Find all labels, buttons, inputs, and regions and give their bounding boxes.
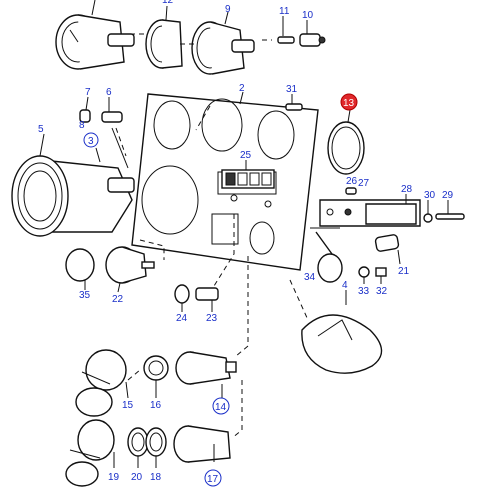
callout-3-circled: 3 [83,132,99,148]
callout-23: 23 [206,313,218,324]
part-23-lamp-socket [195,287,219,312]
callout-21: 21 [398,266,410,277]
callout-6: 6 [106,87,112,98]
part-6-socket [101,97,123,123]
part-16-nut [143,355,169,398]
part-12-bezel [145,5,183,69]
callout-30: 30 [424,190,436,201]
part-30-washer [423,200,433,223]
callout-13-highlighted: 13 [340,93,358,111]
part-1-gauge [55,0,135,70]
part-11-bolt [277,16,295,44]
part-35-cover-disc [65,248,95,290]
callout-11: 11 [279,6,290,17]
callout-26: 26 [346,176,358,187]
part-18-nut [145,427,167,468]
part-32-screw [375,267,387,284]
part-5-speedometer [11,127,135,237]
callout-29: 29 [442,190,454,201]
callout-12: 12 [162,0,174,6]
callout-32: 32 [376,286,388,297]
part-24-lamp [174,284,190,312]
callout-34: 34 [304,272,316,283]
callout-18: 18 [150,472,162,483]
callout-22: 22 [112,294,124,305]
part-17-switch-body [173,425,231,463]
part-25-warning-lamps [221,160,275,189]
part-31-screw [285,94,303,111]
callout-31: 31 [286,84,298,95]
callout-35: 35 [79,290,91,301]
part-20-nut [127,427,149,468]
svg-text:13: 13 [343,98,355,109]
callout-33: 33 [358,286,370,297]
callout-27: 27 [358,178,370,189]
svg-text:14: 14 [215,402,227,413]
part-29-screw [435,200,465,220]
callout-25: 25 [240,150,252,161]
callout-24: 24 [176,313,188,324]
callout-10: 10 [302,10,314,21]
callout-28: 28 [401,184,413,195]
part-4-cover-housing [301,290,383,374]
part-13-bezel-ring [327,109,365,175]
callout-7: 7 [85,87,91,98]
callout-2: 2 [239,83,245,94]
callout-19: 19 [108,472,120,483]
part-33-nut [358,266,370,284]
callout-16: 16 [150,400,162,411]
callouts: 12 9 11 10 7 6 8 2 31 5 25 26 27 28 30 2… [38,0,454,487]
callout-8: 8 [79,120,85,131]
callout-5: 5 [38,124,44,135]
callout-9: 9 [225,4,231,15]
part-14-ignition-switch [175,351,237,398]
part-15-key-switch [75,349,129,417]
part-7-bulb [79,96,91,123]
part-21-knob [374,234,401,265]
assembly-guide-lines [115,33,309,439]
part-9-gauge [191,11,255,75]
part-22-buzzer [105,246,155,293]
svg-text:3: 3 [88,136,94,147]
part-28-switch-body [365,194,417,225]
callout-14-circled: 14 [212,397,230,415]
callout-15: 15 [122,400,134,411]
part-10-bulb-holder [299,20,326,47]
part-26-bulb [345,187,357,195]
callout-17-circled: 17 [204,469,222,487]
svg-text:17: 17 [207,474,219,485]
callout-20: 20 [131,472,143,483]
part-19-key-switch [65,419,115,487]
part-34-connector [310,227,343,283]
callout-4: 4 [342,280,348,291]
